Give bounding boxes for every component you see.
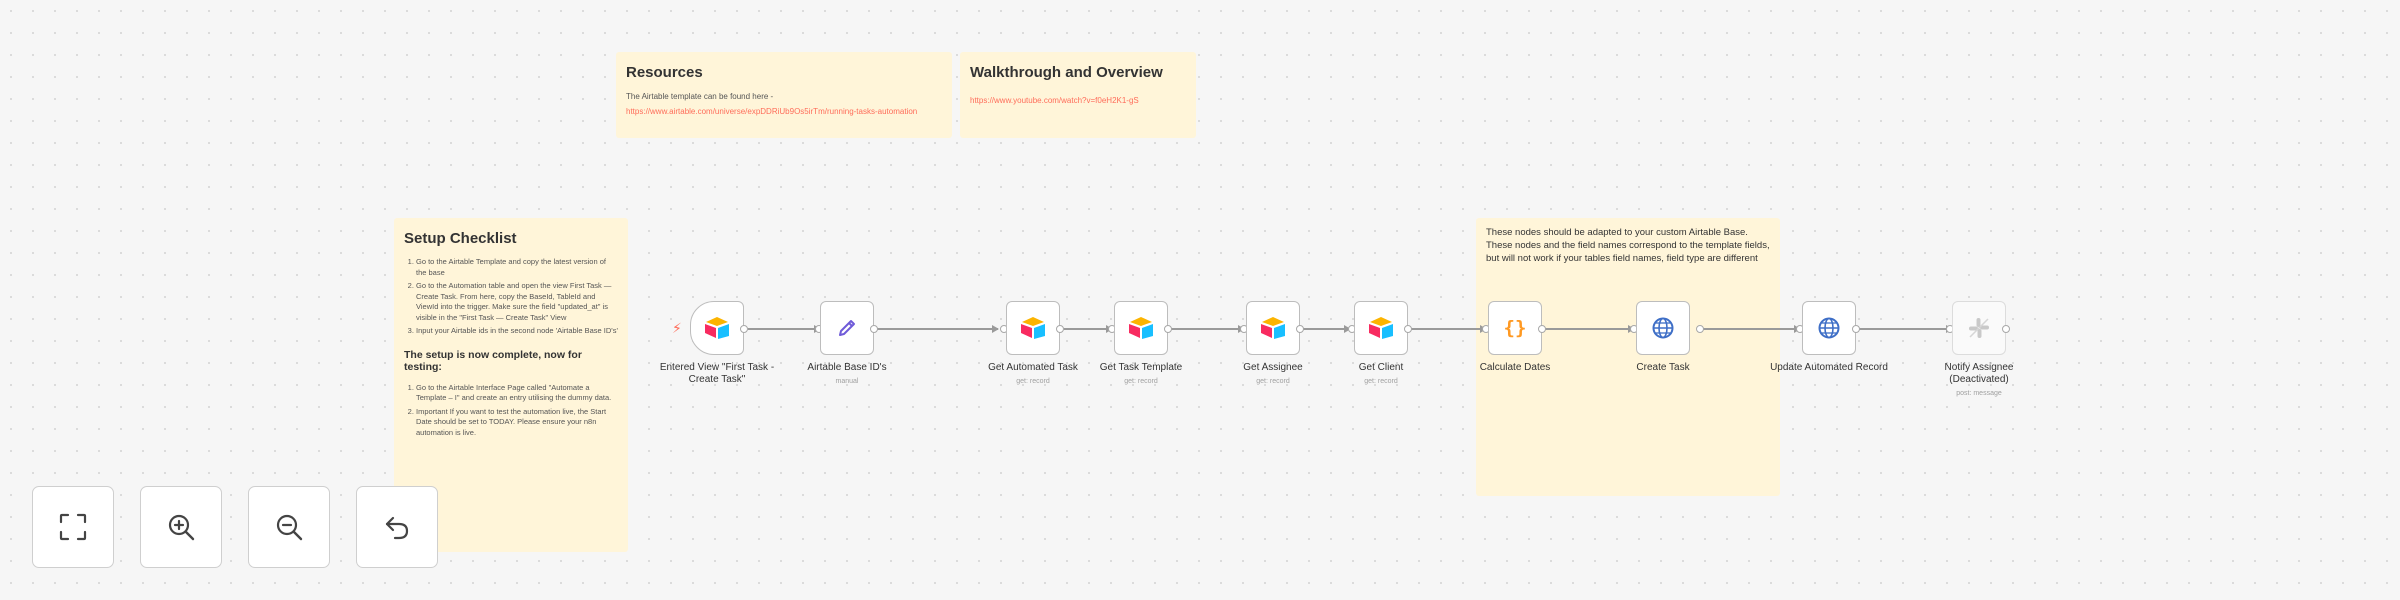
node-get-task-template[interactable] (1114, 301, 1168, 355)
connection-4[interactable] (1166, 325, 1245, 332)
resources-title: Resources (626, 64, 703, 81)
airtable-icon (705, 317, 729, 339)
zoom-out-button[interactable] (248, 486, 330, 568)
setup-step: Go to the Automation table and open the … (416, 281, 618, 323)
zoom-in-button[interactable] (140, 486, 222, 568)
setup-step: Go to the Airtable Template and copy the… (416, 257, 618, 278)
connection-9[interactable] (1858, 325, 1953, 332)
output-handle[interactable] (1538, 325, 1546, 333)
node-label: Get Task Template (1099, 362, 1183, 373)
trigger-bolt-icon: ⚡ (672, 320, 682, 336)
connection-6[interactable] (1408, 325, 1487, 332)
node-label: Get Assignee (1243, 362, 1303, 373)
adapt-note-text: These nodes should be adapted to your cu… (1486, 227, 1770, 264)
test-step: Important If you want to test the automa… (416, 407, 618, 439)
output-handle[interactable] (1296, 325, 1304, 333)
node-label: Notify Assignee (Deactivated) (1944, 362, 2014, 385)
node-create-task[interactable] (1636, 301, 1690, 355)
node-get-assignee[interactable] (1246, 301, 1300, 355)
output-handle[interactable] (1056, 325, 1064, 333)
node-entered-view-trigger[interactable] (690, 301, 744, 355)
setup-steps-list: Go to the Airtable Template and copy the… (404, 257, 618, 337)
test-steps-list: Go to the Airtable Interface Page called… (404, 383, 618, 439)
node-label: Update Automated Record (1770, 362, 1888, 373)
setup-title: Setup Checklist (404, 230, 517, 247)
airtable-icon (1129, 317, 1153, 339)
output-handle[interactable] (2002, 325, 2010, 333)
node-sublabel: post: message (1956, 390, 2002, 397)
connection-3[interactable] (1064, 325, 1113, 332)
output-handle[interactable] (1404, 325, 1412, 333)
node-sublabel: get: record (1016, 378, 1050, 385)
fullscreen-icon (59, 513, 87, 541)
airtable-icon (1261, 317, 1285, 339)
resources-text: The Airtable template can be found here … (626, 92, 774, 101)
output-handle[interactable] (1852, 325, 1860, 333)
test-step: Go to the Airtable Interface Page called… (416, 383, 618, 404)
node-label: Get Automated Task (988, 362, 1078, 373)
node-label: Airtable Base ID's (807, 362, 887, 373)
node-calculate-dates[interactable]: {} (1488, 301, 1542, 355)
svg-text:{}: {} (1504, 317, 1527, 339)
globe-icon (1818, 317, 1840, 339)
output-handle[interactable] (1164, 325, 1172, 333)
airtable-icon (1021, 317, 1045, 339)
connection-1[interactable] (748, 325, 821, 332)
node-label: Create Task (1636, 362, 1690, 373)
airtable-icon (1369, 317, 1393, 339)
setup-step: Input your Airtable ids in the second no… (416, 326, 618, 337)
zoom-in-icon (168, 514, 195, 541)
connection-8[interactable] (1700, 325, 1801, 332)
node-update-automated-record[interactable] (1802, 301, 1856, 355)
node-notify-assignee[interactable] (1952, 301, 2006, 355)
node-airtable-base-ids[interactable] (820, 301, 874, 355)
globe-icon (1652, 317, 1674, 339)
resources-sticky-note[interactable]: Resources The Airtable template can be f… (616, 52, 952, 138)
output-handle[interactable] (870, 325, 878, 333)
slack-icon (1969, 318, 1989, 338)
zoom-out-icon (276, 514, 303, 541)
code-braces-icon: {} (1504, 317, 1527, 339)
pencil-icon (839, 320, 855, 336)
fit-view-button[interactable] (32, 486, 114, 568)
node-get-client[interactable] (1354, 301, 1408, 355)
undo-icon (385, 516, 409, 540)
node-label: Entered View "First Task - Create Task" (659, 362, 775, 385)
walkthrough-title: Walkthrough and Overview (970, 64, 1163, 81)
reset-zoom-button[interactable] (356, 486, 438, 568)
setup-complete-text: The setup is now complete, now for testi… (404, 348, 582, 373)
output-handle[interactable] (740, 325, 748, 333)
node-sublabel: manual (835, 378, 859, 385)
node-get-automated-task[interactable] (1006, 301, 1060, 355)
output-handle[interactable] (1696, 325, 1704, 333)
connection-5[interactable] (1300, 325, 1351, 332)
connection-2[interactable] (874, 325, 999, 332)
connection-7[interactable] (1540, 325, 1635, 332)
adapt-nodes-sticky-note[interactable]: These nodes should be adapted to your cu… (1476, 218, 1780, 496)
node-label: Calculate Dates (1479, 362, 1551, 373)
node-label: Get Client (1358, 362, 1404, 373)
walkthrough-link[interactable]: https://www.youtube.com/watch?v=f0eH2K1-… (970, 96, 1139, 105)
walkthrough-sticky-note[interactable]: Walkthrough and Overview https://www.you… (960, 52, 1196, 138)
node-sublabel: get: record (1364, 378, 1398, 385)
node-sublabel: get: record (1124, 378, 1158, 385)
resources-link[interactable]: https://www.airtable.com/universe/expDDR… (626, 107, 918, 116)
node-sublabel: get: record (1256, 378, 1290, 385)
